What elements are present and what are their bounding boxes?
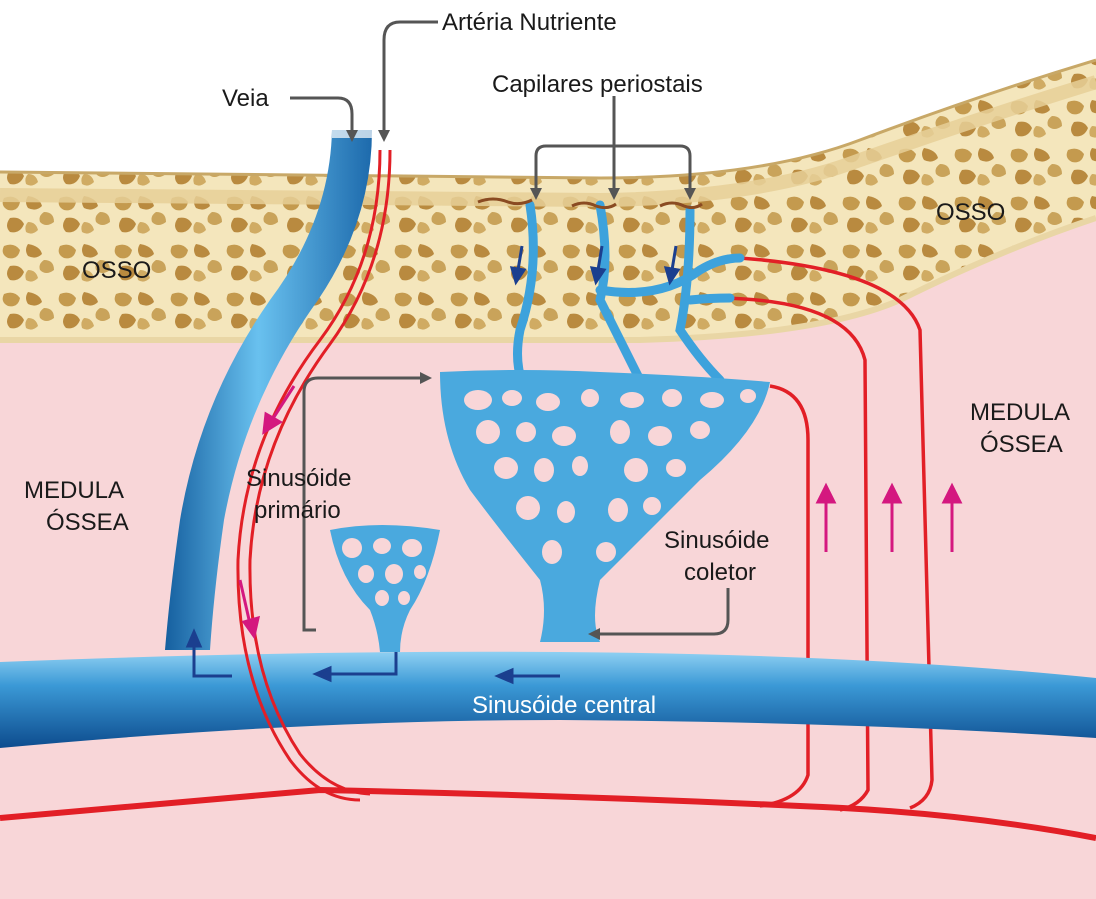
label-medula-right-1: MEDULA [970, 399, 1070, 426]
label-veia: Veia [222, 85, 269, 112]
label-medula-right-2: ÓSSEA [980, 431, 1063, 458]
label-arteria-nutriente: Artéria Nutriente [442, 9, 617, 36]
label-sinusoide-coletor-2: coletor [684, 559, 756, 586]
label-medula-left-1: MEDULA [24, 477, 124, 504]
label-osso-left: OSSO [82, 257, 151, 284]
label-capilares-periostais: Capilares periostais [492, 71, 703, 98]
label-sinusoide-central: Sinusóide central [472, 692, 656, 719]
label-medula-left-2: ÓSSEA [46, 509, 129, 536]
label-sinusoide-primario-2: primário [254, 497, 341, 524]
label-sinusoide-primario-1: Sinusóide [246, 465, 351, 492]
label-sinusoide-coletor-1: Sinusóide [664, 527, 769, 554]
label-osso-right: OSSO [936, 199, 1005, 226]
